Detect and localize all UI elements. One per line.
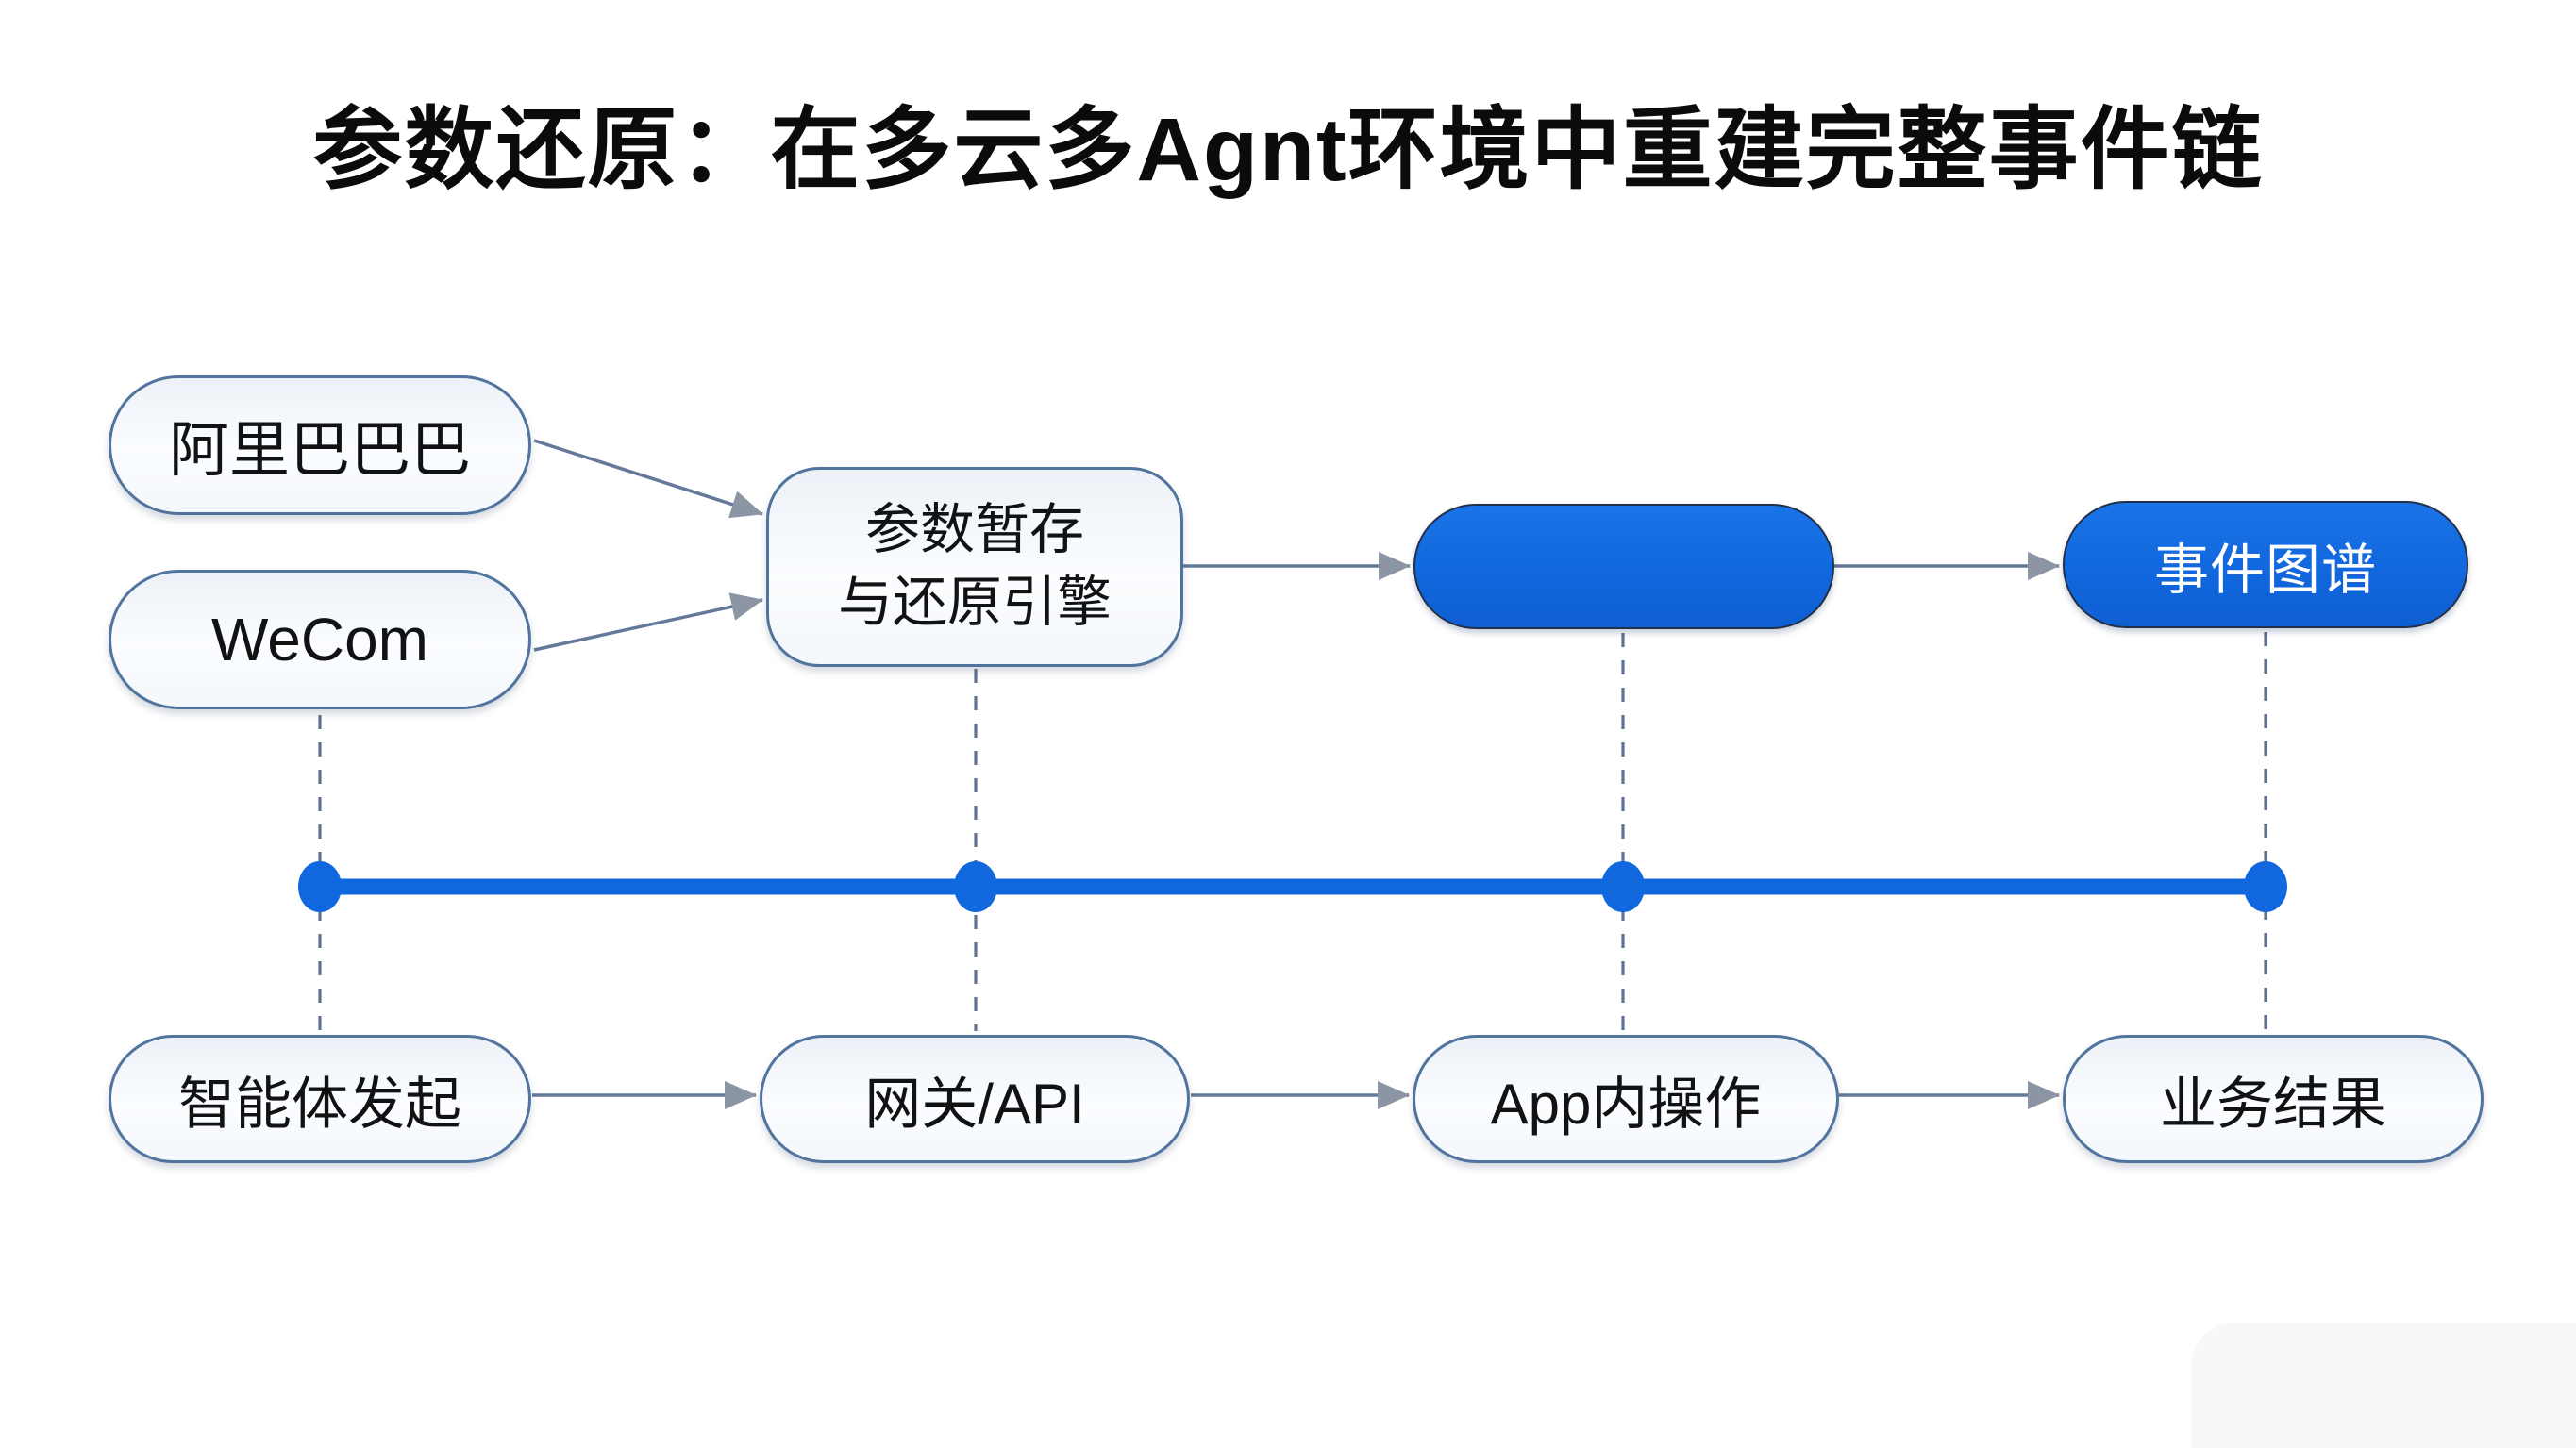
step-node-business-result: 业务结果 xyxy=(2063,1035,2484,1163)
step-node-label: App内操作 xyxy=(1490,1072,1762,1136)
event-graph-node: 事件图谱 xyxy=(2063,501,2468,628)
step-node-label: 网关/API xyxy=(864,1072,1085,1136)
engine-node-label-line1: 参数暂存 xyxy=(864,499,1084,561)
step-node-gateway-api: 网关/API xyxy=(760,1035,1190,1163)
timeline-dot xyxy=(1601,861,1645,912)
arrow-connector xyxy=(533,439,763,519)
watermark-blob xyxy=(2191,1323,2576,1448)
engine-node: 参数暂存 与还原引擎 xyxy=(766,467,1183,667)
step-node-in-app-ops: App内操作 xyxy=(1413,1035,1839,1163)
step-node-agent-initiate: 智能体发起 xyxy=(109,1035,531,1163)
arrow-connector xyxy=(533,592,763,652)
diagram-title: 参数还原：在多云多Agnt环境中重建完整事件链 xyxy=(312,100,2264,200)
stage-node-blue xyxy=(1413,504,1834,629)
event-graph-node-label: 事件图谱 xyxy=(2153,539,2377,601)
step-node-label: 业务结果 xyxy=(2160,1072,2386,1136)
timeline-dot xyxy=(298,861,342,912)
source-node-wecom: WeCom xyxy=(109,570,531,709)
source-node-label: WeCom xyxy=(211,606,428,674)
source-node-label: 阿里巴巴巴 xyxy=(169,416,471,484)
source-node-alibaba: 阿里巴巴巴 xyxy=(109,375,531,515)
step-node-label: 智能体发起 xyxy=(178,1072,461,1136)
timeline-dot xyxy=(2244,861,2287,912)
timeline-dot xyxy=(954,861,997,912)
engine-node-label-line2: 与还原引擎 xyxy=(837,572,1112,633)
